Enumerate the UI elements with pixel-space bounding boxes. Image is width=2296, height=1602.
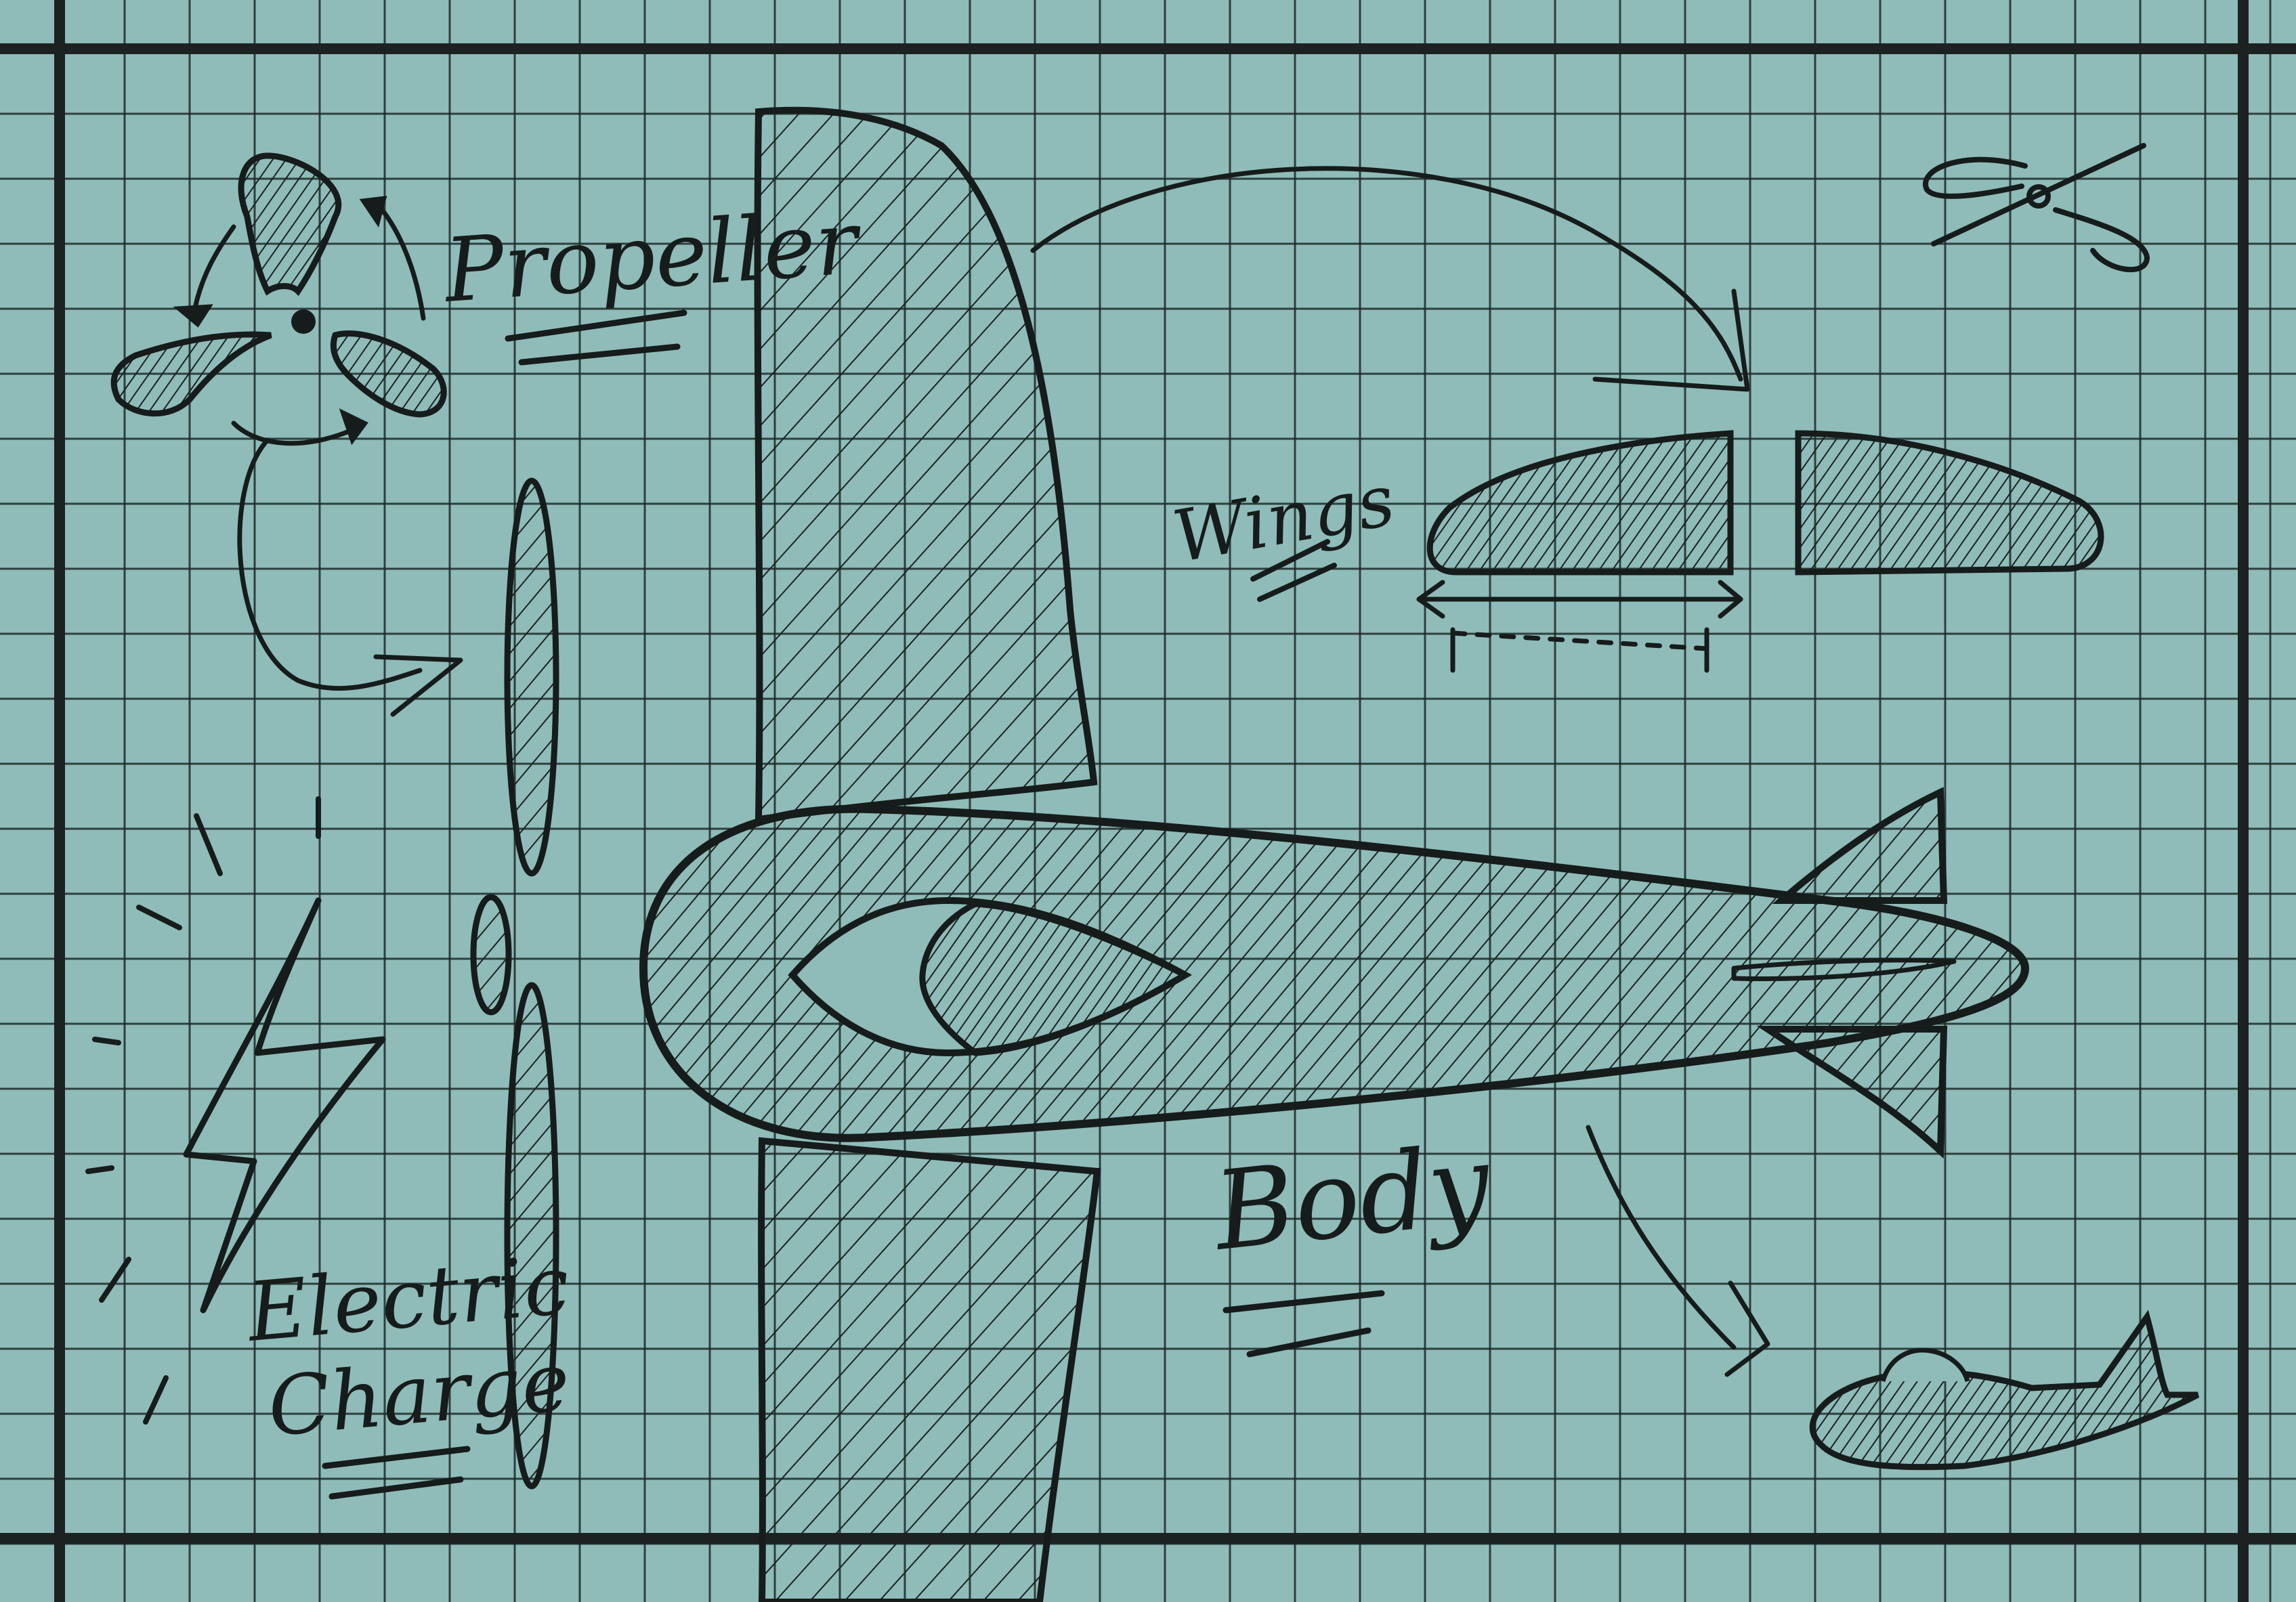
propeller-hub <box>291 309 316 334</box>
prop-side-blade-top <box>507 481 556 873</box>
prop-side-hub <box>473 897 509 1012</box>
wing-bottom <box>761 1141 1097 1602</box>
